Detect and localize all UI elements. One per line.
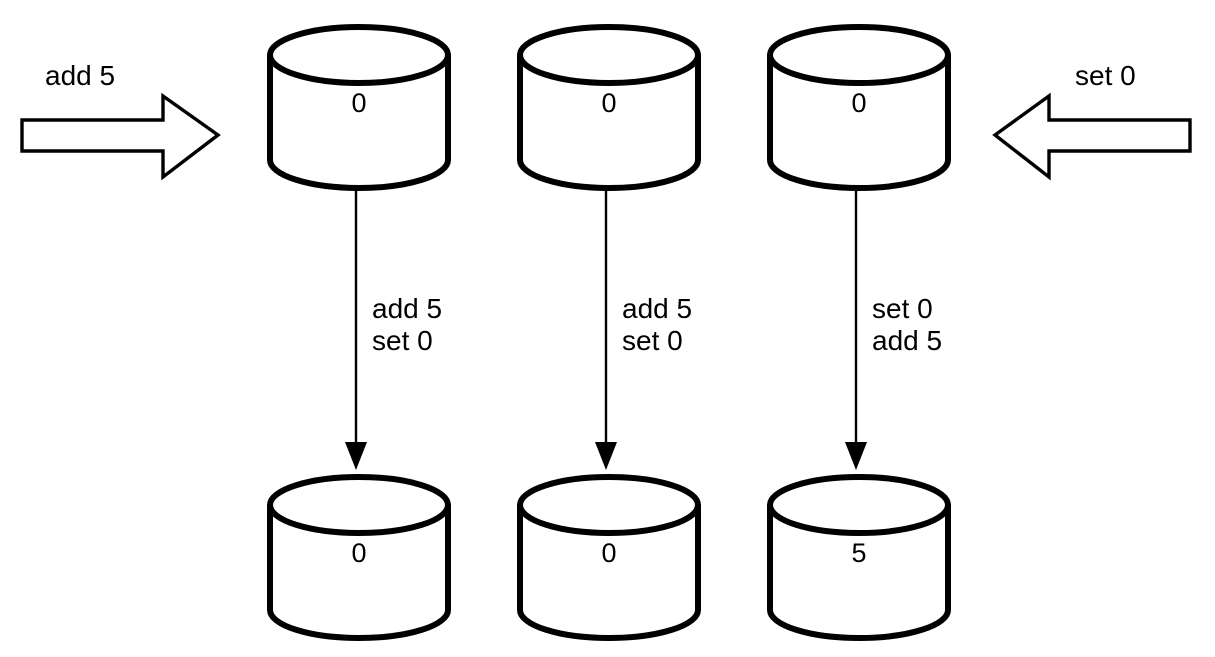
left-request-block-arrow xyxy=(20,92,221,181)
replica-2-after-value: 0 xyxy=(601,538,617,568)
replica-3-operation-1: set 0 xyxy=(872,293,933,324)
replica-1-operation-1: add 5 xyxy=(372,293,443,324)
replica-3-before-value: 0 xyxy=(851,88,867,118)
replica-2-after-cylinder xyxy=(517,474,701,641)
replica-1-before-cylinder xyxy=(267,24,451,191)
replica-1-before-value: 0 xyxy=(351,88,367,118)
replica-3-before-cylinder xyxy=(767,24,951,191)
replica-2-before-value: 0 xyxy=(601,88,617,118)
replica-3-after-value: 5 xyxy=(851,538,867,568)
replica-1-after-value: 0 xyxy=(351,538,367,568)
replica-1-arrowhead xyxy=(345,442,367,470)
right-request-block-arrow xyxy=(992,92,1192,181)
replica-1-after-cylinder xyxy=(267,474,451,641)
replica-2-before-cylinder xyxy=(517,24,701,191)
right-request-label: set 0 xyxy=(1075,60,1136,91)
replica-2-operation-1: add 5 xyxy=(622,293,693,324)
left-request-label: add 5 xyxy=(45,60,116,91)
replica-3-arrowhead xyxy=(845,442,867,470)
replica-1-operation-2: set 0 xyxy=(372,325,433,356)
replica-2-operation-2: set 0 xyxy=(622,325,683,356)
replica-3-after-cylinder xyxy=(767,474,951,641)
replica-2-arrowhead xyxy=(595,442,617,470)
replica-3-operation-2: add 5 xyxy=(872,325,943,356)
